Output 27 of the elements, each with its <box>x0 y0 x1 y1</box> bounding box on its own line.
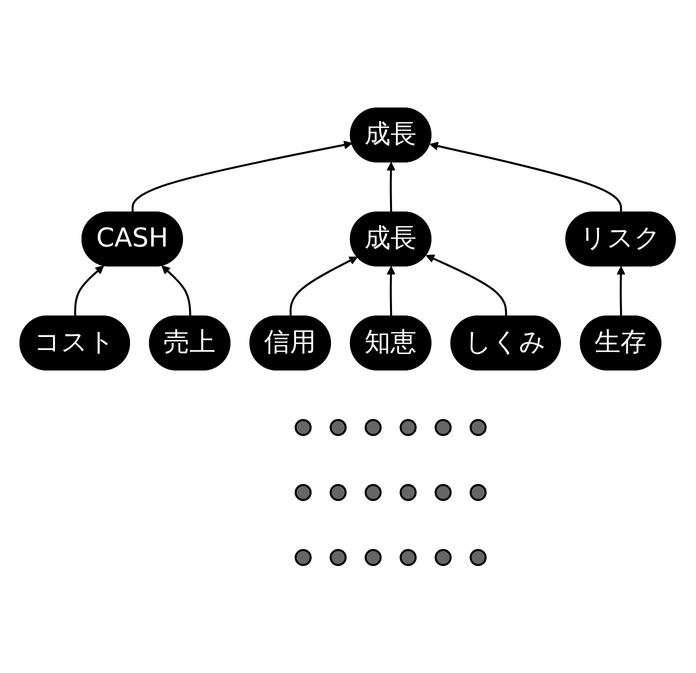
node-ellipse <box>400 419 417 436</box>
arrow <box>132 140 353 213</box>
arrow <box>290 256 358 317</box>
node-ellipse <box>470 484 487 501</box>
node-ellipse <box>364 419 382 436</box>
arrow <box>386 266 396 317</box>
arrow <box>426 254 508 317</box>
arrow <box>430 142 622 213</box>
node-ellipse <box>470 419 487 436</box>
arrow <box>616 266 626 317</box>
arrow <box>386 162 396 213</box>
node-ellipse <box>330 484 347 501</box>
node-ellipse <box>400 484 417 501</box>
node-ellipse <box>364 484 382 501</box>
arrow <box>74 265 104 317</box>
node-ellipse <box>294 484 312 501</box>
node-ellipse <box>330 549 347 566</box>
node-ellipse <box>470 549 487 566</box>
node-ellipse <box>330 419 347 436</box>
node-ellipse <box>294 549 312 566</box>
node-ellipse <box>434 419 452 436</box>
node-ellipse <box>364 549 382 566</box>
node-ellipse <box>434 484 452 501</box>
arrow <box>162 265 192 317</box>
node-ellipse <box>294 419 312 436</box>
node-ellipse <box>400 549 417 566</box>
node-ellipse <box>434 549 452 566</box>
